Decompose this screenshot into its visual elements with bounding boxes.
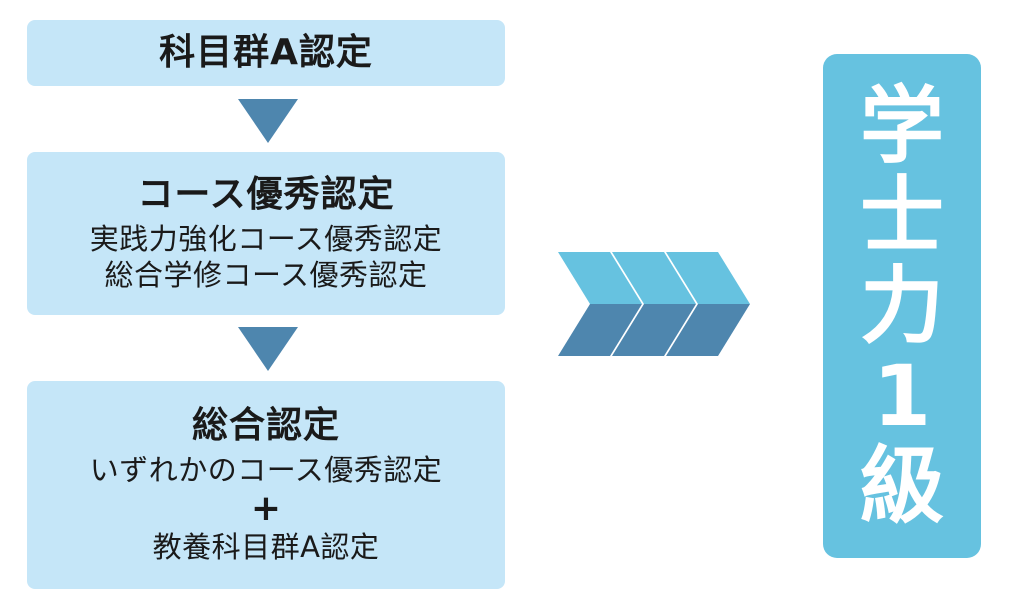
step-course-title: コース優秀認定 — [137, 173, 395, 215]
chevron-1 — [558, 252, 642, 356]
chevron-2 — [612, 252, 696, 356]
down-arrow-icon — [238, 327, 298, 371]
result-box: 学 士 力 1 級 — [823, 54, 981, 558]
result-char-5: 級 — [859, 437, 944, 535]
step-course-line-2: 総合学修コース優秀認定 — [104, 258, 428, 293]
result-char-4: 1 — [872, 347, 932, 445]
chevron-arrows-icon — [558, 252, 750, 356]
step-course-line-1: 実践力強化コース優秀認定 — [89, 221, 443, 256]
result-char-2: 士 — [859, 167, 944, 265]
plus-icon: + — [250, 487, 282, 529]
step-total-line-1: いずれかのコース優秀認定 — [89, 453, 443, 488]
down-arrow-icon — [238, 99, 298, 143]
step-subject-a-title: 科目群A認定 — [159, 32, 373, 74]
result-char-3: 力 — [859, 257, 944, 355]
chevron-3 — [666, 252, 750, 356]
step-total-line-2: 教養科目群A認定 — [152, 529, 380, 564]
step-total-box: 総合認定 いずれかのコース優秀認定 + 教養科目群A認定 — [27, 381, 505, 589]
result-char-1: 学 — [859, 77, 944, 175]
step-course-box: コース優秀認定 実践力強化コース優秀認定 総合学修コース優秀認定 — [27, 152, 505, 315]
step-total-title: 総合認定 — [191, 405, 340, 447]
step-subject-a-box: 科目群A認定 — [27, 20, 505, 86]
